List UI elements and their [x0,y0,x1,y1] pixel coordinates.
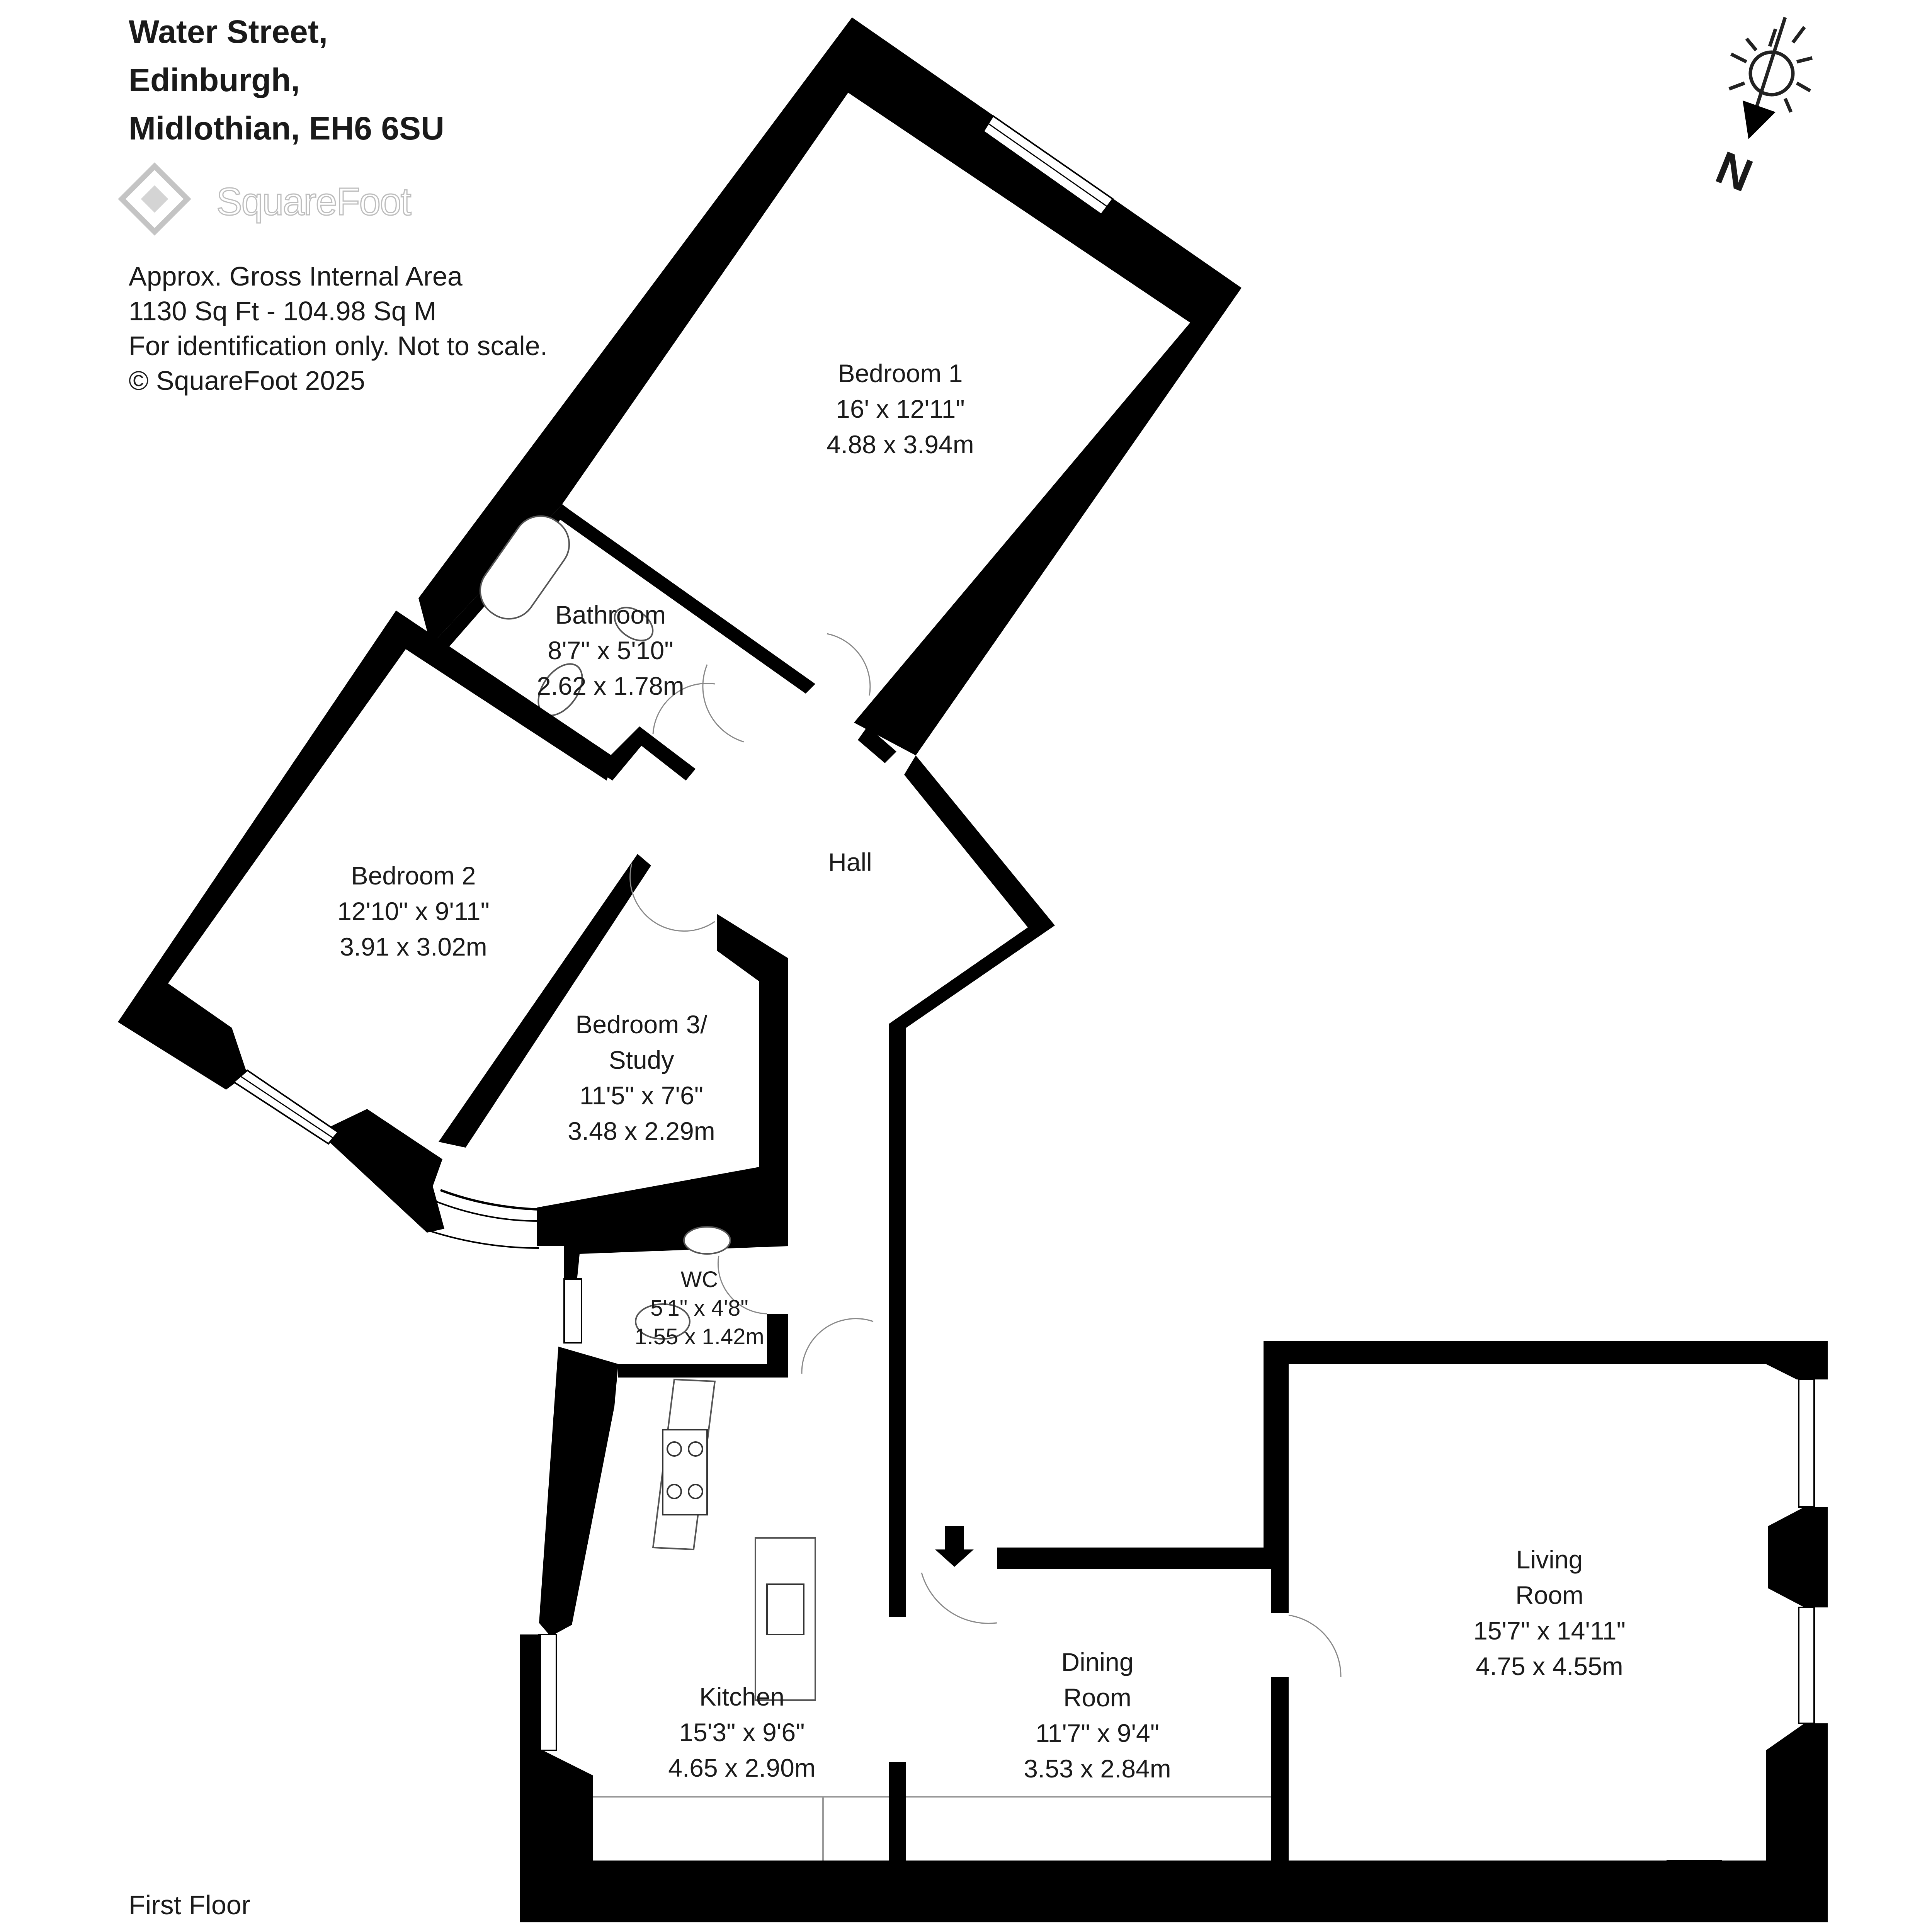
floor-label: First Floor [129,1890,250,1920]
room-name: Bathroom [555,600,666,629]
outer-bottom-wall [520,1861,1828,1922]
room-imperial: 11'7" x 9'4" [1035,1719,1160,1747]
room-metric: 3.53 x 2.84m [1024,1754,1171,1783]
room-wc: WC 5'1" x 4'8" 1.55 x 1.42m [614,1265,784,1351]
room-imperial: 8'7" x 5'10" [548,636,673,665]
room-metric: 4.75 x 4.55m [1476,1652,1623,1680]
room-metric: 4.65 x 2.90m [668,1753,816,1782]
living-room-walls [1264,1341,1828,1886]
room-name-line-1: Bedroom 3/ [575,1010,707,1039]
room-name: Bedroom 1 [838,359,963,388]
room-metric: 2.62 x 1.78m [537,672,684,700]
area-label: Approx. Gross Internal Area [129,261,463,291]
room-name-line-2: Study [609,1046,674,1074]
dining-room-walls [889,1526,1342,1864]
room-metric: 4.88 x 3.94m [827,430,974,459]
kitchen-walls [538,1347,1275,1861]
north-arrow-icon [1743,17,1787,139]
room-imperial: 5'1" x 4'8" [650,1296,748,1321]
room-name-line-1: Dining [1061,1648,1134,1676]
room-bedroom-2: Bedroom 2 12'10" x 9'11" 3.91 x 3.02m [301,858,526,964]
room-name-line-2: Room [1063,1683,1132,1712]
outer-left-wall [520,1634,541,1922]
room-bedroom-3-study: Bedroom 3/ Study 11'5" x 7'6" 3.48 x 2.2… [541,1007,742,1149]
room-metric: 3.91 x 3.02m [340,932,487,961]
room-hall: Hall [792,844,908,880]
room-imperial: 16' x 12'11" [836,395,965,423]
room-name: WC [680,1267,718,1292]
room-dining-room: Dining Room 11'7" x 9'4" 3.53 x 2.84m [989,1644,1206,1786]
disclaimer: For identification only. Not to scale. [129,331,548,361]
room-imperial: 11'5" x 7'6" [579,1081,704,1110]
room-metric: 1.55 x 1.42m [634,1324,764,1349]
room-name-line-1: Living [1516,1545,1583,1574]
room-kitchen: Kitchen 15'3" x 9'6" 4.65 x 2.90m [641,1679,842,1786]
area-values: 1130 Sq Ft - 104.98 Sq M [129,296,437,326]
room-name-line-2: Room [1515,1581,1584,1609]
room-imperial: 15'7" x 14'11" [1473,1616,1626,1645]
room-imperial: 15'3" x 9'6" [679,1718,805,1747]
compass-sun-icon [1728,26,1813,113]
room-metric: 3.48 x 2.29m [568,1117,715,1145]
copyright: © SquareFoot 2025 [129,366,365,396]
room-bedroom-1: Bedroom 1 16' x 12'11" 4.88 x 3.94m [765,355,1036,462]
room-imperial: 12'10" x 9'11" [337,897,490,925]
room-name: Bedroom 2 [351,861,476,890]
room-name: Kitchen [699,1682,785,1711]
bedroom-2-walls [118,611,651,1233]
hall-walls [652,633,1055,1582]
address-line-2: Edinburgh, [129,62,300,98]
address-line-3: Midlothian, EH6 6SU [129,110,444,146]
room-name: Hall [828,848,872,876]
room-bathroom: Bathroom 8'7" x 5'10" 2.62 x 1.78m [510,597,711,704]
squarefoot-logo-icon [118,162,191,236]
wc-walls [537,1206,874,1378]
bedroom-1-walls [418,17,1242,755]
address-line-1: Water Street, [129,14,328,50]
brand-name: SquareFoot [216,180,412,224]
room-living-room: Living Room 15'7" x 14'11" 4.75 x 4.55m [1437,1542,1662,1684]
